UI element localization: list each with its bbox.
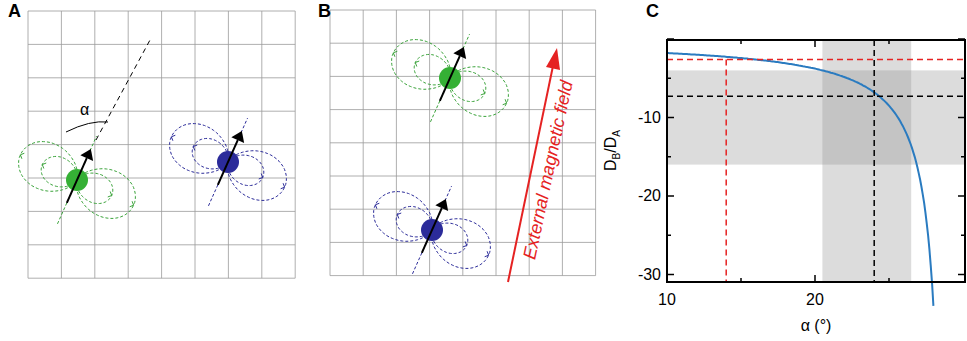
angle-arc (66, 122, 108, 132)
figure-stroke (496, 10, 497, 276)
axis-tick (667, 78, 671, 80)
figure-stroke (375, 203, 379, 208)
figure-stroke (330, 242, 596, 243)
tick-label: 10 (658, 292, 676, 308)
axis-tick (814, 275, 816, 282)
figure-stroke (28, 244, 295, 245)
guide-line (667, 96, 965, 98)
figure-stroke (481, 89, 485, 94)
axis-label-subscript: A (611, 130, 622, 137)
panel-letter: C (646, 2, 659, 20)
plot (667, 39, 965, 306)
figure-stroke (330, 275, 596, 276)
figure-stroke (261, 11, 262, 278)
axis-tick (961, 235, 965, 237)
axis-tick (740, 40, 742, 44)
figure-stroke (28, 211, 295, 212)
axis-tick (958, 117, 965, 119)
panel-letter: A (8, 2, 21, 20)
guide-line (725, 59, 727, 282)
dipole-field-lines (392, 34, 509, 122)
axis-tick (958, 38, 965, 40)
moment-arrow (422, 208, 442, 253)
figure-stroke (397, 213, 401, 218)
moment-arrowhead (453, 47, 466, 59)
plot-frame (667, 40, 965, 282)
guide-line (667, 59, 965, 61)
axis-tick (667, 235, 671, 237)
axis-tick (961, 156, 965, 158)
figure-stroke (485, 251, 489, 256)
figure-stroke (281, 183, 285, 188)
angle-reference-line (96, 40, 150, 140)
figure-stroke (195, 11, 196, 278)
axis-tick (667, 38, 674, 40)
field-arrowhead (546, 48, 560, 70)
tick-label: -30 (638, 267, 661, 283)
axis-tick (961, 78, 965, 80)
figure-stroke (415, 61, 419, 66)
figure-stroke (193, 145, 197, 150)
figure-stroke (393, 51, 397, 56)
figure-stroke (28, 144, 295, 145)
figure-stroke (430, 34, 469, 122)
figure-stroke (57, 136, 96, 224)
figure-stroke (20, 153, 24, 158)
uncertainty-band (667, 70, 965, 164)
axis-tick (958, 195, 965, 197)
tick-label: -10 (638, 110, 661, 126)
axis-tick (667, 117, 674, 119)
figure-stroke (208, 118, 247, 206)
axis-tick (814, 40, 816, 47)
uncertainty-band (822, 40, 911, 282)
axis-tick (667, 274, 674, 276)
tick-label: -20 (638, 188, 661, 204)
figure-stroke (330, 209, 596, 210)
axis-tick (958, 274, 965, 276)
figure-stroke (42, 163, 46, 168)
angle-label: α (80, 102, 89, 118)
figure-stroke (412, 186, 451, 274)
axis-label-subscript: B (611, 152, 622, 159)
figure-stroke (595, 10, 596, 276)
moment-arrowhead (231, 131, 244, 143)
y-axis-label: DB/DA (603, 130, 622, 171)
axis-tick (667, 156, 671, 158)
moment-arrowhead (80, 149, 93, 161)
guide-line (873, 40, 875, 282)
axis-tick (666, 275, 668, 282)
axis-tick (666, 40, 668, 47)
axis-tick (667, 195, 674, 197)
moment-arrowhead (435, 199, 448, 211)
moment-arrow (218, 140, 238, 185)
lattice-grid (28, 11, 295, 278)
axis-tick (888, 278, 890, 282)
figure-stroke (503, 99, 507, 104)
axis-tick (740, 278, 742, 282)
figure-stroke (259, 173, 263, 178)
figure-stroke (108, 191, 112, 196)
dipole-field-lines (19, 136, 136, 224)
axis-label-part: /D (602, 136, 619, 152)
figure-stroke (130, 201, 134, 206)
ratio-curve (667, 53, 933, 306)
lattice-grid (330, 10, 596, 276)
axis-label-part: D (602, 159, 619, 171)
panel-letter: B (318, 2, 331, 20)
figure-stroke (228, 11, 229, 278)
tick-label: 20 (806, 292, 824, 308)
moment-arrow (440, 56, 460, 101)
dipole-field-lines (170, 118, 287, 206)
axis-tick (888, 40, 890, 44)
moment-arrow (67, 158, 87, 203)
figure-stroke (463, 241, 467, 246)
figure-stroke (295, 11, 296, 278)
figure-stroke (171, 135, 175, 140)
figure-stroke (28, 278, 295, 279)
field-label: External magnetic field (520, 79, 575, 261)
dipole-field-lines (374, 186, 491, 274)
x-axis-label: α (°) (801, 318, 832, 334)
